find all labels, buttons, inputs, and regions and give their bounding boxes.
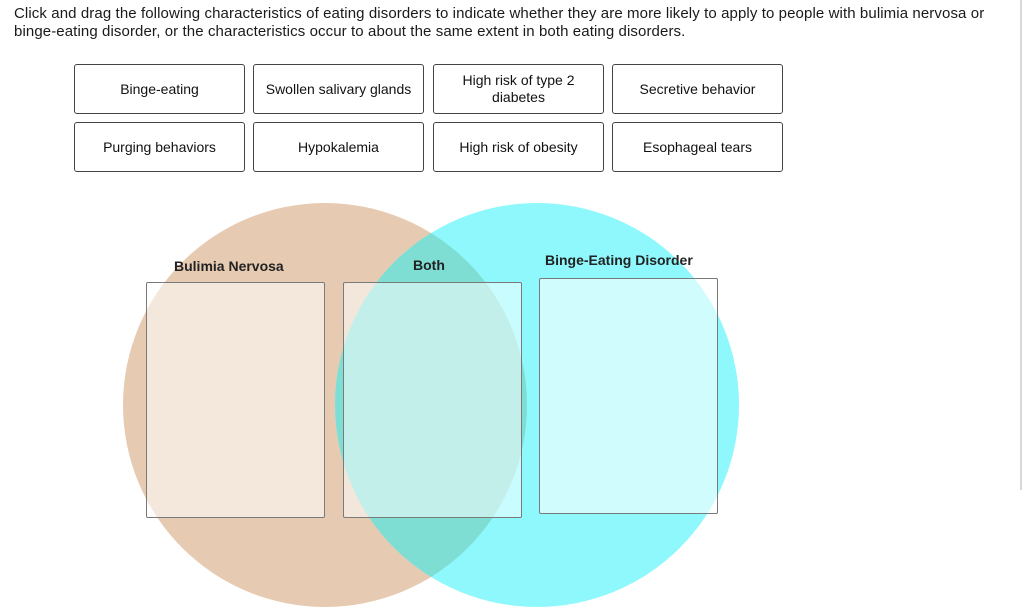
bed-zone-label: Binge-Eating Disorder (545, 252, 693, 268)
bulimia-zone-label: Bulimia Nervosa (174, 258, 284, 274)
chip-high-risk-obesity[interactable]: High risk of obesity (433, 122, 604, 172)
chip-esophageal-tears[interactable]: Esophageal tears (612, 122, 783, 172)
chip-purging-behaviors[interactable]: Purging behaviors (74, 122, 245, 172)
chip-binge-eating[interactable]: Binge-eating (74, 64, 245, 114)
both-drop-zone[interactable] (343, 282, 522, 518)
chip-swollen-salivary-glands[interactable]: Swollen salivary glands (253, 64, 424, 114)
both-zone-label: Both (413, 257, 445, 273)
chip-secretive-behavior[interactable]: Secretive behavior (612, 64, 783, 114)
chip-hypokalemia[interactable]: Hypokalemia (253, 122, 424, 172)
scrollbar-edge (1020, 0, 1022, 490)
bed-drop-zone[interactable] (539, 278, 718, 514)
bulimia-drop-zone[interactable] (146, 282, 325, 518)
question-instructions: Click and drag the following characteris… (14, 5, 985, 40)
chip-high-risk-type2-diabetes[interactable]: High risk of type 2 diabetes (433, 64, 604, 114)
